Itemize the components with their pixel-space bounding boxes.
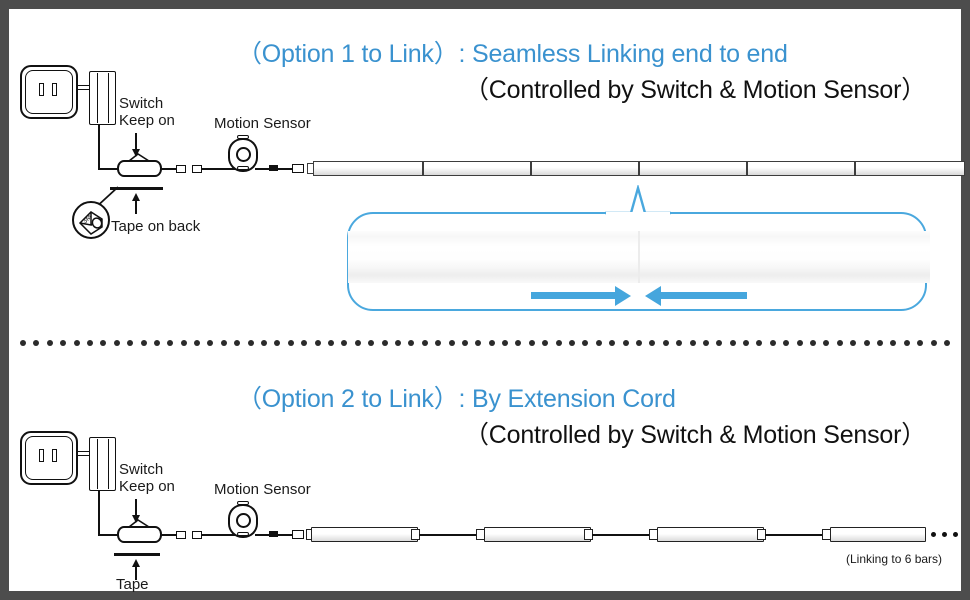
inline-switch-icon <box>117 160 162 177</box>
adhesive-tape-icon <box>114 553 160 556</box>
push-arrow-right-head <box>615 285 631 306</box>
adapter-cable-horizontal <box>98 168 120 170</box>
switch-sublabel: Keep on <box>119 478 175 495</box>
outlet-slot-left <box>39 83 44 96</box>
switch-output-cable <box>161 168 177 170</box>
diagram-canvas: （Option 1 to Link）: Seamless Linking end… <box>9 9 965 593</box>
switch-sublabel: Keep on <box>119 112 175 129</box>
connector-to-bar <box>292 530 304 539</box>
led-bar-joint <box>422 162 424 175</box>
connector-male <box>176 531 186 539</box>
tape-pointer-arrow <box>130 193 142 215</box>
section-divider <box>20 340 950 346</box>
magnified-bar-seam <box>638 231 640 283</box>
cable-ferrule <box>269 165 278 171</box>
adapter-cable-horizontal <box>98 534 120 536</box>
switch-pointer-arrow <box>130 133 142 157</box>
led-bar-chain-3 <box>657 527 764 542</box>
motion-sensor-top-tab <box>237 501 249 505</box>
push-arrow-right-shaft <box>531 292 617 299</box>
push-arrow-left-head <box>645 285 661 306</box>
adapter-shade-1 <box>97 439 99 489</box>
motion-sensor-bottom-tab <box>237 532 249 536</box>
led-bar-joint <box>530 162 532 175</box>
callout-pointer-notch <box>605 185 671 215</box>
led-bar-chain-2 <box>484 527 591 542</box>
adapter-cable-vertical <box>98 491 100 536</box>
linking-note: (Linking to 6 bars) <box>846 552 943 566</box>
magnifier-icon: 3M <box>72 201 110 239</box>
adapter-cable-vertical <box>98 125 100 170</box>
inline-switch-icon <box>117 526 162 543</box>
magnified-led-bar <box>348 231 930 283</box>
chain-ellipsis-dot <box>931 532 936 537</box>
switch-pointer-arrow <box>130 499 142 523</box>
power-adapter-icon <box>89 437 116 491</box>
extension-cord-1 <box>419 534 479 536</box>
led-bar-seamless <box>313 161 965 176</box>
outlet-slot-left <box>39 449 44 462</box>
chain-ellipsis-dot <box>953 532 958 537</box>
cable-ferrule <box>269 531 278 537</box>
adapter-shade-1 <box>97 73 99 123</box>
sensor-input-cable <box>201 534 242 536</box>
extension-cord-2 <box>592 534 652 536</box>
motion-sensor-label: Motion Sensor <box>214 115 311 132</box>
led-bar-joint <box>854 162 856 175</box>
switch-label: Switch <box>119 461 164 478</box>
motion-sensor-bottom-tab <box>237 166 249 170</box>
motion-sensor-top-tab <box>237 135 249 139</box>
section-option-1: （Option 1 to Link）: Seamless Linking end… <box>9 9 965 334</box>
tape-label: Tape on back <box>111 218 201 235</box>
led-bar-joint <box>746 162 748 175</box>
adapter-shade-2 <box>108 439 110 489</box>
power-adapter-icon <box>89 71 116 125</box>
led-bar-chain-1 <box>311 527 418 542</box>
led-bar-joint <box>638 162 640 175</box>
option-2-heading-blue: （Option 2 to Link）: By Extension Cord <box>237 385 676 413</box>
adhesive-tape-icon <box>110 187 163 190</box>
switch-output-cable <box>161 534 177 536</box>
led-bar-chain-4 <box>830 527 926 542</box>
connector-to-bar <box>292 164 304 173</box>
sensor-input-cable <box>201 168 242 170</box>
push-arrow-left-shaft <box>661 292 747 299</box>
wall-outlet-inner <box>25 70 73 114</box>
magnified-callout-bubble <box>347 212 930 311</box>
chain-ellipsis-dot <box>942 532 947 537</box>
motion-sensor-lens-icon <box>236 513 251 528</box>
switch-label: Switch <box>119 95 164 112</box>
option-2-heading-black: （Controlled by Switch & Motion Sensor） <box>464 421 927 449</box>
section-option-2: （Option 2 to Link）: By Extension Cord （C… <box>9 354 961 593</box>
extension-cord-3 <box>765 534 825 536</box>
option-1-heading-black: （Controlled by Switch & Motion Sensor） <box>464 76 927 104</box>
tape-pointer-arrow <box>130 559 142 581</box>
adapter-shade-2 <box>108 73 110 123</box>
tape-brand-text: 3M <box>81 213 93 225</box>
option-1-heading-blue: （Option 1 to Link）: Seamless Linking end… <box>237 40 788 68</box>
motion-sensor-label: Motion Sensor <box>214 481 311 498</box>
outlet-slot-right <box>52 83 57 96</box>
motion-sensor-lens-icon <box>236 147 251 162</box>
tape-label: Tape <box>116 576 149 593</box>
wall-outlet-inner <box>25 436 73 480</box>
connector-male <box>176 165 186 173</box>
outlet-slot-right <box>52 449 57 462</box>
